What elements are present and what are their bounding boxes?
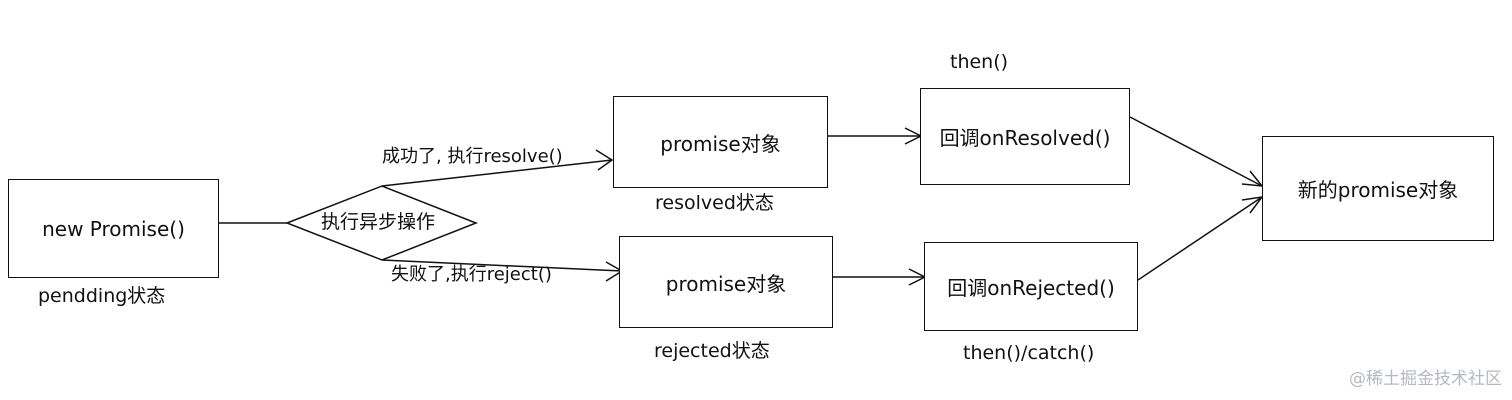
- rejected-promise-node: promise对象: [619, 236, 833, 328]
- new-promise-node: 新的promise对象: [1262, 136, 1494, 241]
- resolved-promise-label: promise对象: [660, 131, 781, 156]
- decision-label: 执行异步操作: [321, 211, 436, 233]
- rejected-state-label: rejected状态: [654, 340, 770, 362]
- fail-edge-label: 失败了,执行reject(): [391, 264, 552, 285]
- on-resolved-label: 回调onResolved(): [939, 126, 1111, 150]
- resolved-promise-node: promise对象: [613, 96, 828, 188]
- rejected-promise-label: promise对象: [665, 271, 787, 296]
- on-rejected-label: 回调onRejected(): [947, 276, 1115, 300]
- edge-onrejected-to-new: [1137, 196, 1263, 281]
- pending-state-label: pendding状态: [38, 285, 166, 307]
- then-label: then(): [950, 51, 1009, 73]
- then-catch-label: then()/catch(): [963, 342, 1095, 364]
- resolved-state-label: resolved状态: [655, 192, 774, 214]
- watermark: @稀土掘金技术社区: [1349, 369, 1502, 389]
- on-rejected-node: 回调onRejected(): [924, 242, 1138, 331]
- on-resolved-node: 回调onResolved(): [920, 88, 1130, 185]
- new-promise-label: 新的promise对象: [1297, 178, 1459, 202]
- edge-success: [381, 159, 613, 187]
- edge-fail: [381, 259, 623, 272]
- success-edge-label: 成功了, 执行resolve(): [382, 146, 563, 167]
- start-node-label: new Promise(): [42, 216, 185, 241]
- decision-diamond: [284, 185, 479, 261]
- arrowhead-success: [595, 149, 614, 171]
- edge-onresolved-to-new: [1129, 116, 1263, 187]
- start-node: new Promise(): [8, 179, 219, 278]
